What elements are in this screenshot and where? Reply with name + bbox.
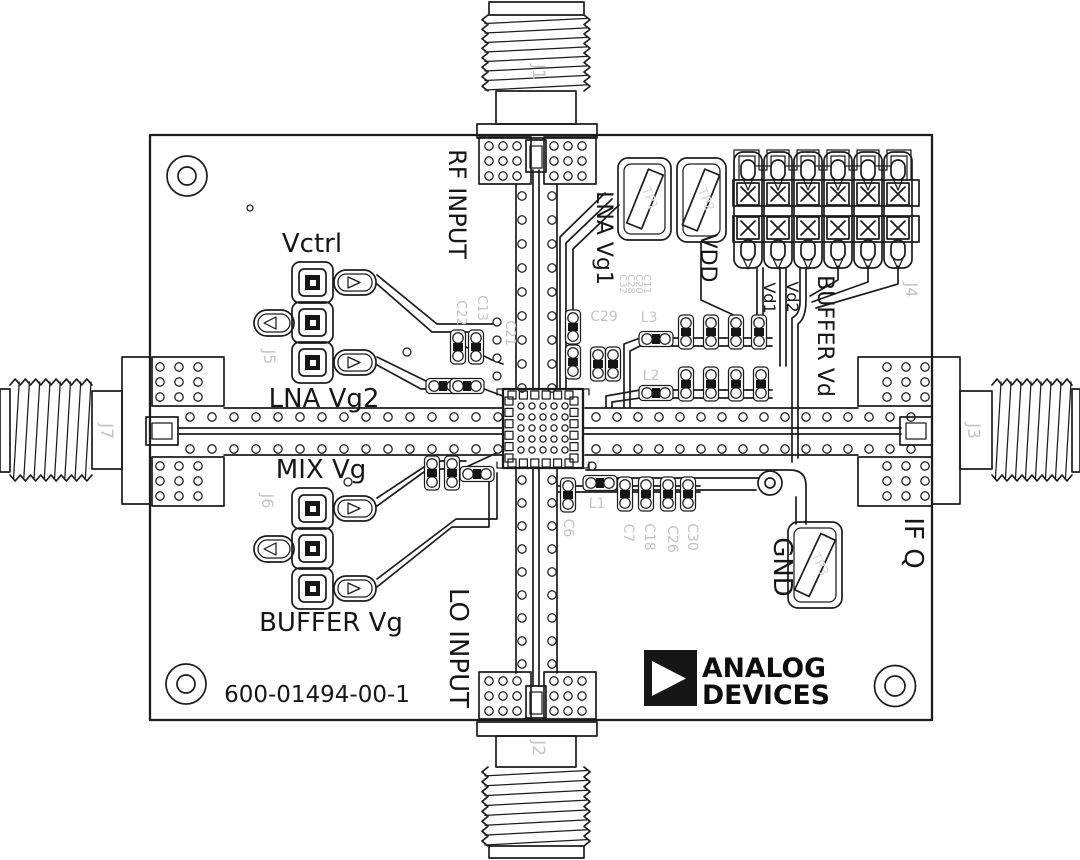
refdes-j3: J3 bbox=[963, 422, 983, 439]
header-j4 bbox=[732, 149, 920, 270]
refdes-l3: L3 bbox=[641, 310, 658, 326]
refdes-j7: J7 bbox=[96, 422, 116, 439]
connector-pins bbox=[145, 139, 933, 719]
refdes-j4: J4 bbox=[902, 282, 921, 298]
label-vd2: Vd2 bbox=[783, 281, 802, 312]
label-buffer-vd: BUFFER Vd bbox=[812, 275, 837, 397]
refdes-c13: C13 bbox=[474, 295, 489, 321]
mounting-holes bbox=[165, 155, 917, 708]
refdes-j6: J6 bbox=[258, 493, 277, 509]
refdes-c28: C28 bbox=[625, 274, 636, 294]
logo-text-devices: DEVICES bbox=[702, 680, 830, 711]
label-buffer-vg: BUFFER Vg bbox=[259, 608, 403, 638]
refdes-c21: C21 bbox=[502, 320, 517, 346]
label-mix-vg: MIX Vg bbox=[276, 455, 366, 485]
header-j5 bbox=[253, 261, 377, 384]
chip-components bbox=[423, 309, 770, 513]
analog-devices-logo: ANALOG DEVICES bbox=[644, 650, 830, 711]
copper-traces bbox=[177, 169, 902, 687]
refdes-j2: J2 bbox=[528, 739, 548, 756]
label-vctrl: Vctrl bbox=[282, 229, 342, 259]
label-lna-vg1: LNA Vg1 bbox=[591, 191, 616, 285]
refdes-c22: C22 bbox=[453, 300, 468, 326]
refdes-c29: C29 bbox=[590, 309, 618, 325]
refdes-c7: C7 bbox=[620, 524, 636, 543]
refdes-l1: L1 bbox=[589, 496, 606, 512]
refdes-j1: J1 bbox=[528, 63, 548, 80]
label-rf-input: RF INPUT bbox=[443, 149, 471, 259]
silkscreen-labels: RF INPUT LO INPUT IF Q GND LNA Vg1 VDD V… bbox=[224, 149, 928, 708]
refdes-c11: C11 bbox=[641, 274, 652, 294]
board-part-number: 600-01494-00-1 bbox=[224, 682, 410, 708]
header-j6 bbox=[253, 487, 377, 610]
test-point-tp2 bbox=[676, 157, 727, 243]
refdes-c6: C6 bbox=[560, 519, 576, 538]
label-vd1: Vd1 bbox=[760, 282, 779, 313]
label-lo-input: LO INPUT bbox=[443, 588, 473, 708]
test-point-tp3 bbox=[787, 521, 843, 609]
refdes-c32: C32 bbox=[617, 274, 628, 294]
refdes-c20: C20 bbox=[633, 274, 644, 294]
label-lna-vg2: LNA Vg2 bbox=[269, 384, 380, 414]
logo-text-analog: ANALOG bbox=[702, 653, 826, 684]
label-gnd: GND bbox=[767, 537, 797, 597]
refdes-c18: C18 bbox=[641, 523, 657, 551]
via-fences bbox=[155, 141, 930, 716]
refdes-l2: L2 bbox=[643, 368, 660, 384]
refdes-c30: C30 bbox=[684, 523, 700, 551]
refdes-j5: J5 bbox=[260, 349, 279, 365]
refdes-c26: C26 bbox=[664, 525, 680, 553]
gnd-via bbox=[757, 470, 783, 496]
component-refdes: C22 C13 C21 C32 C28 C20 C11 C29 L3 L2 L1… bbox=[453, 274, 700, 553]
test-point-tp1 bbox=[617, 157, 672, 241]
label-vdd: VDD bbox=[695, 234, 720, 283]
label-if-q: IF Q bbox=[898, 517, 928, 568]
center-ic-footprint bbox=[496, 387, 590, 470]
